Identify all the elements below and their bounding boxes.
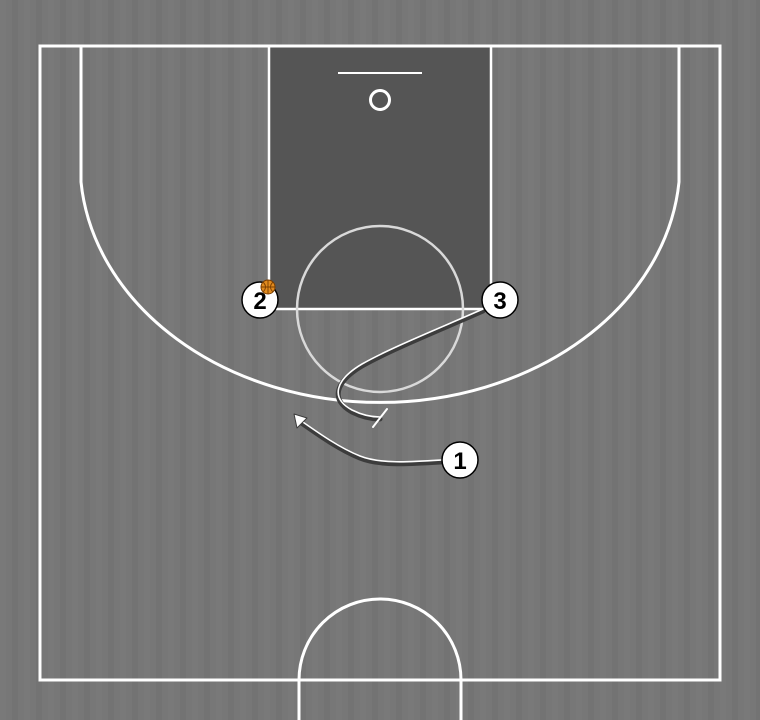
wood-stripe — [588, 0, 594, 720]
wood-stripe — [720, 0, 726, 720]
wood-stripe — [660, 0, 666, 720]
cut-path-shadow — [335, 308, 486, 422]
paint-key — [269, 46, 491, 309]
wood-stripe — [348, 0, 354, 720]
wood-stripe — [12, 0, 18, 720]
wood-stripe — [216, 0, 222, 720]
wood-stripe — [624, 0, 630, 720]
wood-stripe — [180, 0, 186, 720]
play-actions — [293, 308, 486, 467]
wood-stripe — [84, 0, 90, 720]
wood-stripe — [120, 0, 126, 720]
wood-stripe — [612, 0, 618, 720]
wood-stripe — [168, 0, 174, 720]
wood-stripe — [0, 0, 6, 720]
wood-stripe — [60, 0, 66, 720]
wood-stripe — [552, 0, 558, 720]
wood-stripe — [192, 0, 198, 720]
wood-stripe — [708, 0, 714, 720]
wood-stripe — [108, 0, 114, 720]
wood-stripe — [336, 0, 342, 720]
dribble-path — [299, 419, 442, 463]
wood-stripe — [744, 0, 750, 720]
wood-stripe — [696, 0, 702, 720]
wood-stripe — [300, 0, 306, 720]
wood-stripe — [48, 0, 54, 720]
wood-stripe — [144, 0, 150, 720]
player-marker — [481, 281, 519, 319]
player-label: 1 — [453, 448, 466, 475]
player-3: 3 — [481, 281, 519, 319]
player-2: 2 — [241, 279, 279, 319]
wood-stripe — [456, 0, 462, 720]
wood-stripe — [468, 0, 474, 720]
court-lines — [38, 44, 722, 720]
wood-stripe — [228, 0, 234, 720]
wood-stripe — [636, 0, 642, 720]
wood-stripe — [420, 0, 426, 720]
wood-stripe — [324, 0, 330, 720]
boundary-line — [38, 44, 722, 682]
center-circle — [297, 597, 463, 720]
wood-stripe — [648, 0, 654, 720]
wood-stripe — [252, 0, 258, 720]
wood-stripe — [756, 0, 760, 720]
wood-stripe — [600, 0, 606, 720]
wood-stripe — [396, 0, 402, 720]
wood-stripe — [288, 0, 294, 720]
player-label: 3 — [493, 288, 506, 315]
player-label: 2 — [253, 288, 266, 315]
wood-stripe — [492, 0, 498, 720]
dribble-path-shadow — [297, 419, 444, 467]
wood-stripe — [564, 0, 570, 720]
wood-stripe — [432, 0, 438, 720]
wood-stripe — [516, 0, 522, 720]
wood-stripe — [264, 0, 270, 720]
three-point-line — [79, 46, 681, 404]
rim — [369, 89, 391, 111]
wood-stripe — [540, 0, 546, 720]
wood-stripe — [96, 0, 102, 720]
free-throw-circle — [295, 224, 465, 394]
wood-stripe — [384, 0, 390, 720]
wood-stripe — [156, 0, 162, 720]
cut-path — [337, 308, 484, 418]
wood-stripe — [480, 0, 486, 720]
wood-stripe — [504, 0, 510, 720]
wood-stripe — [732, 0, 738, 720]
player-marker — [441, 441, 479, 479]
wood-stripe — [276, 0, 282, 720]
screen-marker — [372, 408, 388, 428]
wood-stripe — [408, 0, 414, 720]
wood-stripe — [528, 0, 534, 720]
wood-stripe — [576, 0, 582, 720]
wood-stripe — [672, 0, 678, 720]
wood-stripe — [684, 0, 690, 720]
wood-stripe — [72, 0, 78, 720]
basketball-icon — [260, 279, 276, 295]
dribble-arrowhead — [293, 413, 308, 429]
wood-stripe — [132, 0, 138, 720]
player-1: 1 — [441, 441, 479, 479]
wood-stripe — [240, 0, 246, 720]
lane-lines — [267, 46, 493, 311]
wood-stripe — [360, 0, 366, 720]
wood-stripe — [24, 0, 30, 720]
